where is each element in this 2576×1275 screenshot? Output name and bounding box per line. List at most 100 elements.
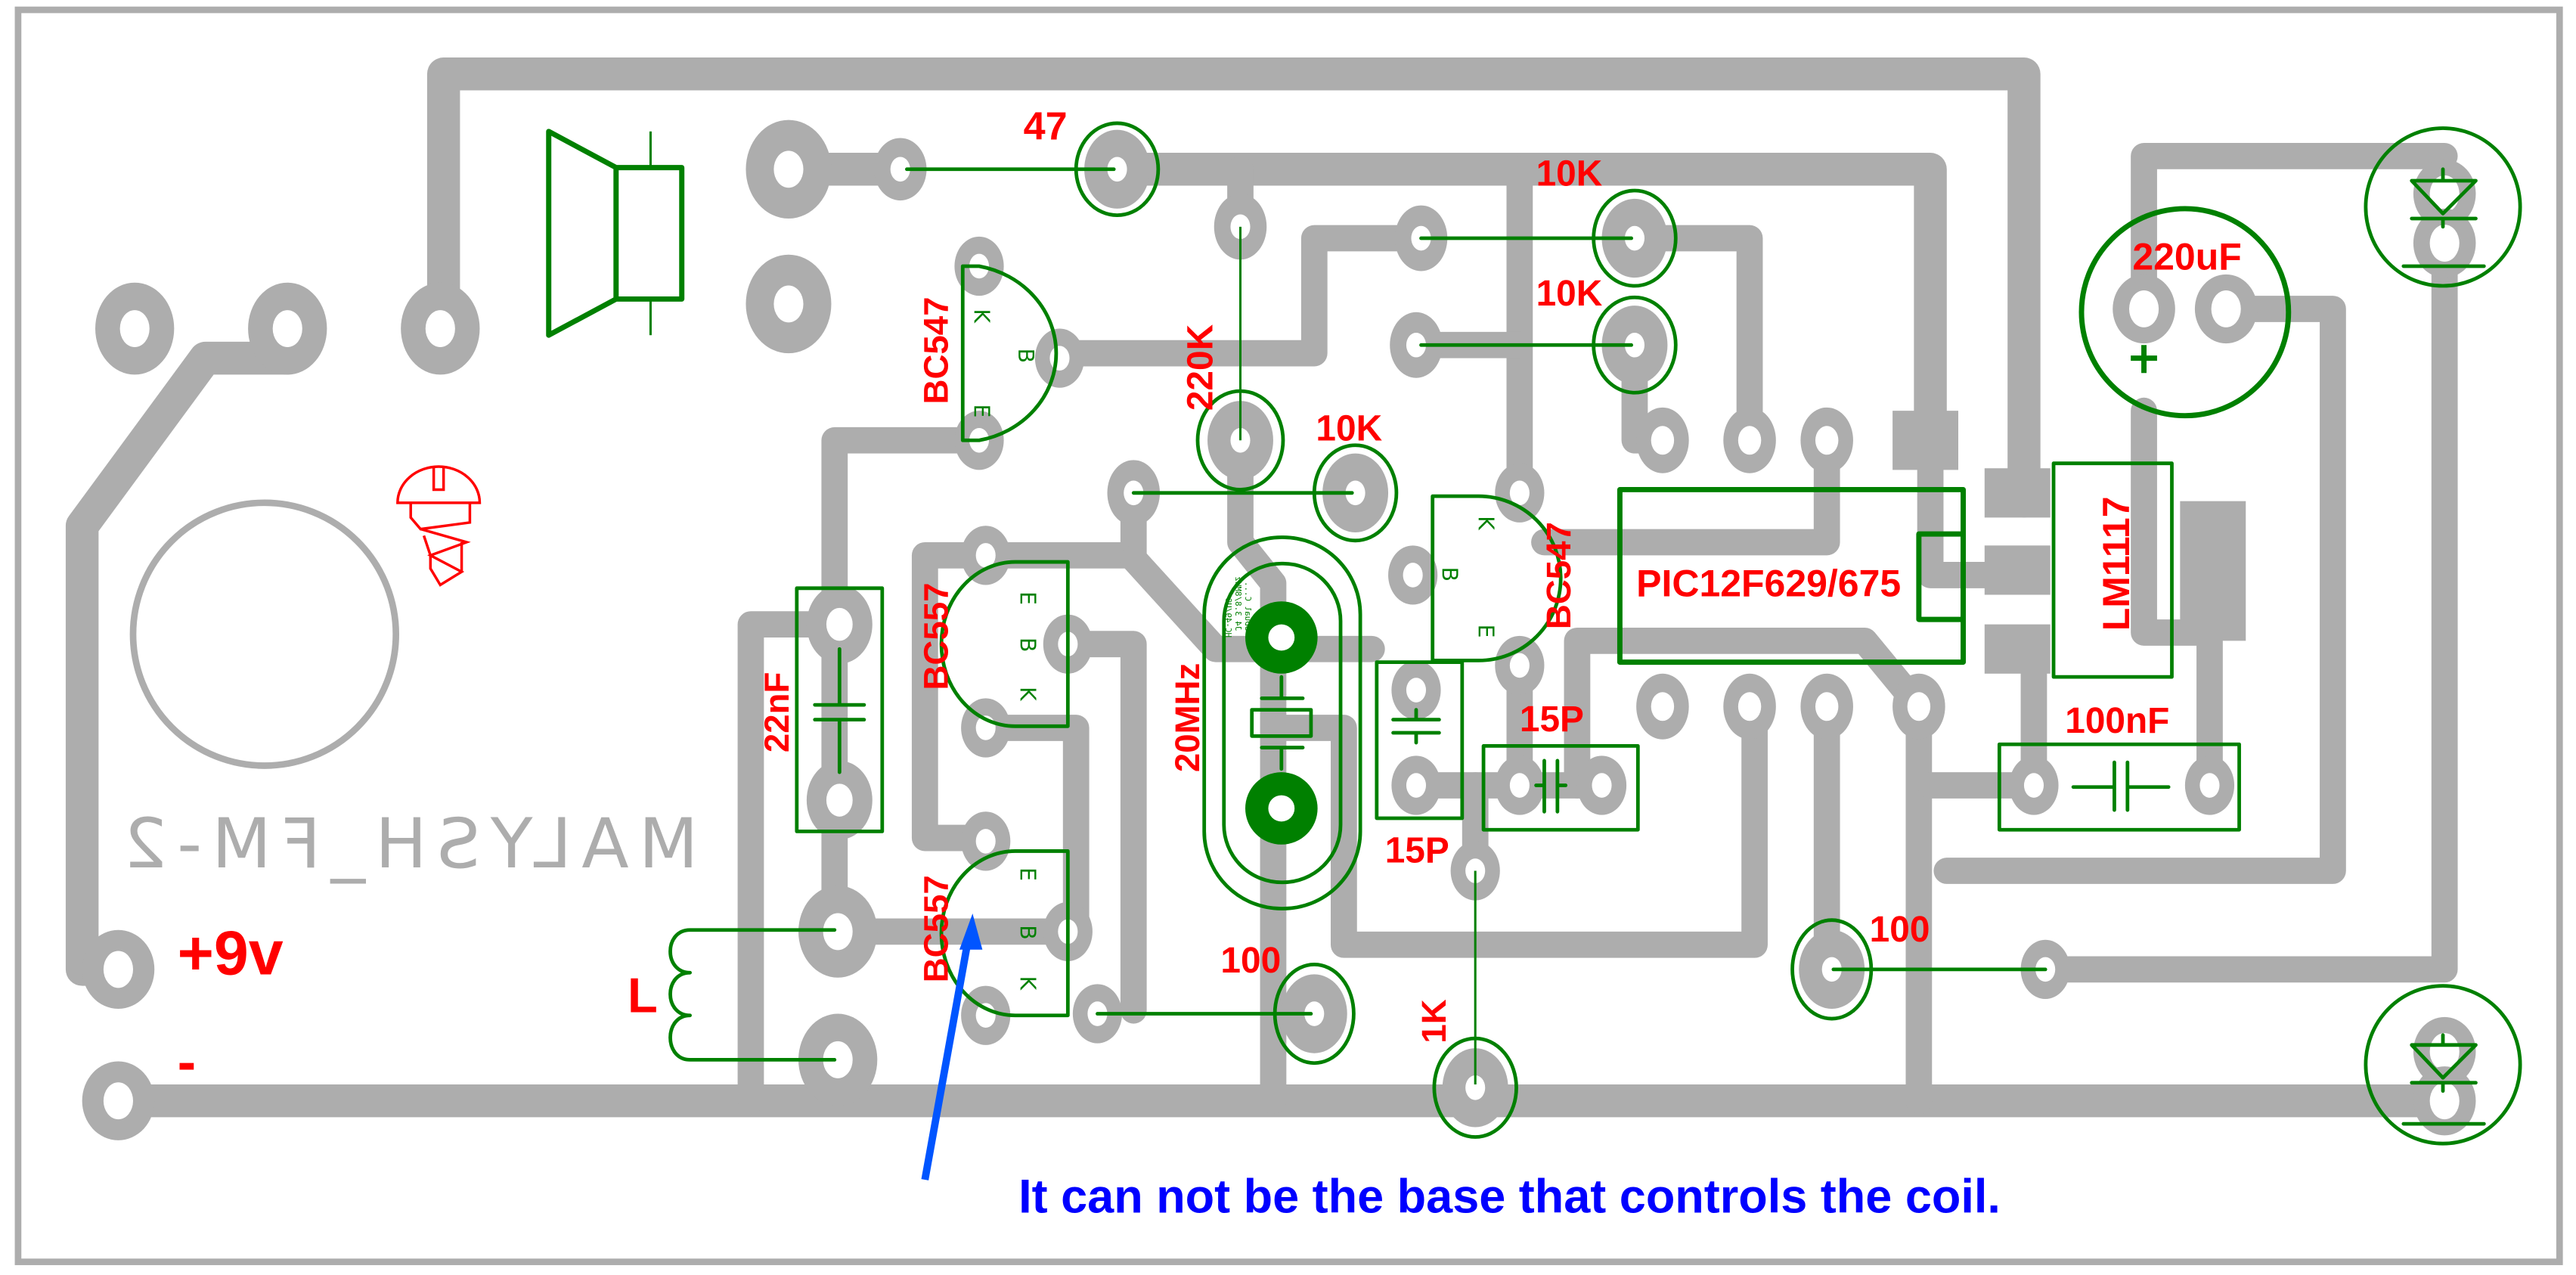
trace-top xyxy=(426,57,2041,518)
reg-tab-pad xyxy=(2180,501,2246,641)
label-r47: 47 xyxy=(1024,105,1068,149)
trace-right-col xyxy=(2032,233,2458,983)
c220u-plus xyxy=(2131,345,2157,374)
pad-22n-1-hole xyxy=(826,607,853,641)
pad-1k-a-hole xyxy=(1465,858,1486,883)
label-r10k-b: 10K xyxy=(1536,274,1603,314)
crystal-hole-2 xyxy=(1268,795,1295,822)
silkscreen: HC-49/US J4 3.8/8MHz SDual C... xyxy=(129,121,2522,1146)
pic-pin1-pad xyxy=(1892,411,1959,470)
label-q2: BC557 xyxy=(917,583,956,690)
label-c15p-b: 15P xyxy=(1385,831,1449,871)
pad-speaker-3-hole xyxy=(425,310,455,347)
label-r10k-a: 10K xyxy=(1536,154,1603,194)
pad-220u-1-hole xyxy=(2128,290,2159,327)
label-power-positive: +9v xyxy=(178,918,284,988)
q3-pin-b: B xyxy=(1015,925,1040,939)
label-power-negative: - xyxy=(178,1031,197,1094)
pad-22n-2-hole xyxy=(826,783,853,817)
q1-pin-e: E xyxy=(969,404,994,417)
speaker-ring xyxy=(129,499,399,769)
xtal-silk-3: SDual C... xyxy=(1243,582,1253,631)
pad-pic-8-hole xyxy=(1651,426,1675,455)
board-outline xyxy=(14,6,2563,1265)
c15p-a-symbol xyxy=(1534,758,1568,814)
q3-pin-e: E xyxy=(1015,867,1040,881)
label-r10k-c: 10K xyxy=(1316,408,1382,448)
pad-15p-a1-hole xyxy=(1509,773,1530,798)
trace-pic-top xyxy=(1531,427,1840,556)
pad-pic-4-hole xyxy=(1907,692,1931,721)
pad-pic-1-hole xyxy=(1651,692,1675,721)
reg-outline xyxy=(2051,461,2174,679)
pad-power-negative-hole xyxy=(103,1082,133,1120)
pad-out-1-hole xyxy=(773,150,804,188)
trace-100nf-right xyxy=(2131,397,2223,799)
pad-10k-c2-hole xyxy=(1345,480,1365,506)
crystal-pads xyxy=(1245,601,1318,845)
label-c100n: 100nF xyxy=(2065,701,2169,741)
label-coil: L xyxy=(628,967,658,1022)
q1-outline xyxy=(960,264,1059,442)
pic-notch xyxy=(1916,531,1967,622)
pad-100a-hole xyxy=(1304,1001,1325,1026)
xtal-outer xyxy=(1202,535,1362,910)
q3-outline xyxy=(939,849,1070,1018)
diode-bottom-outline xyxy=(2364,984,2522,1146)
c15p-a-outline xyxy=(1481,744,1640,832)
annotation-text: It can not be the base that controls the… xyxy=(1018,1170,2001,1223)
reg-pad-3 xyxy=(1984,624,2051,674)
q2-pin-k: K xyxy=(1015,687,1040,702)
q1-pin-k: K xyxy=(969,309,994,324)
pad-10k-a2-hole xyxy=(1624,225,1645,251)
c22n-symbol xyxy=(813,647,866,774)
c15p-b-outline xyxy=(1375,660,1465,821)
label-q1: BC547 xyxy=(917,296,956,404)
pad-power-positive-hole xyxy=(103,951,133,988)
label-reg: LM1117 xyxy=(2095,497,2137,631)
r1k-ring xyxy=(1432,1036,1518,1139)
pad-pic-7-hole xyxy=(1737,426,1762,455)
pad-q4-b-hole xyxy=(1403,563,1423,588)
annotation-arrow xyxy=(921,914,983,1180)
pad-r47-a-hole xyxy=(890,157,910,182)
label-c22n: 22nF xyxy=(758,672,796,752)
label-r1k: 1K xyxy=(1415,999,1453,1043)
label-q3: BC557 xyxy=(917,875,956,982)
trace-10k-a xyxy=(1621,225,1763,454)
q4-pin-b: B xyxy=(1437,567,1462,582)
trace-pic-mid xyxy=(1564,627,1933,799)
pad-q3-e-hole xyxy=(975,829,996,854)
diode-bottom-icon xyxy=(2401,1033,2486,1126)
q2-outline xyxy=(939,560,1070,728)
pad-100n-2-hole xyxy=(2199,773,2220,798)
label-ic: PIC12F629/675 xyxy=(1636,563,1901,605)
r10k-a-ring xyxy=(1592,188,1678,288)
pad-15p-b1-hole xyxy=(1406,678,1427,703)
pad-q4-k-hole xyxy=(1509,480,1530,506)
label-xtal: 20MHz xyxy=(1168,663,1207,772)
pad-15p-b2-hole xyxy=(1406,773,1427,798)
label-r220k: 220K xyxy=(1181,324,1221,411)
component-labels: 47 10K 10K 220K 10K BC547 BC557 BC557 BC… xyxy=(178,105,2242,1094)
coil-icon xyxy=(668,928,837,1062)
trace-reg-out xyxy=(1933,296,2346,884)
crystal-hole-1 xyxy=(1268,624,1295,651)
q3-pin-k: K xyxy=(1015,976,1040,991)
r10k-b-ring xyxy=(1592,295,1678,395)
label-c220u: 220uF xyxy=(2132,235,2241,278)
c15p-b-symbol xyxy=(1391,708,1441,745)
board-name-mirrored: MALYSH_FM-2 xyxy=(113,803,698,884)
pad-220u-2-hole xyxy=(2211,290,2241,327)
r100-b-ring xyxy=(1790,918,1874,1021)
xtal-silk-1: HC-49/US xyxy=(1223,598,1233,638)
pad-10k-b1-hole xyxy=(1406,332,1427,358)
reg-pads xyxy=(1892,411,2246,674)
xtal-silk-2: J4 3.8/8MHz xyxy=(1233,576,1243,631)
q2-pin-e: E xyxy=(1015,591,1040,605)
pad-d2-k-hole xyxy=(2429,1082,2460,1120)
trace-base-q1 xyxy=(1046,225,1434,367)
q1-pin-b: B xyxy=(1013,349,1038,363)
pad-pic-3-hole xyxy=(1815,692,1839,721)
pad-coil-1-hole xyxy=(823,913,853,951)
